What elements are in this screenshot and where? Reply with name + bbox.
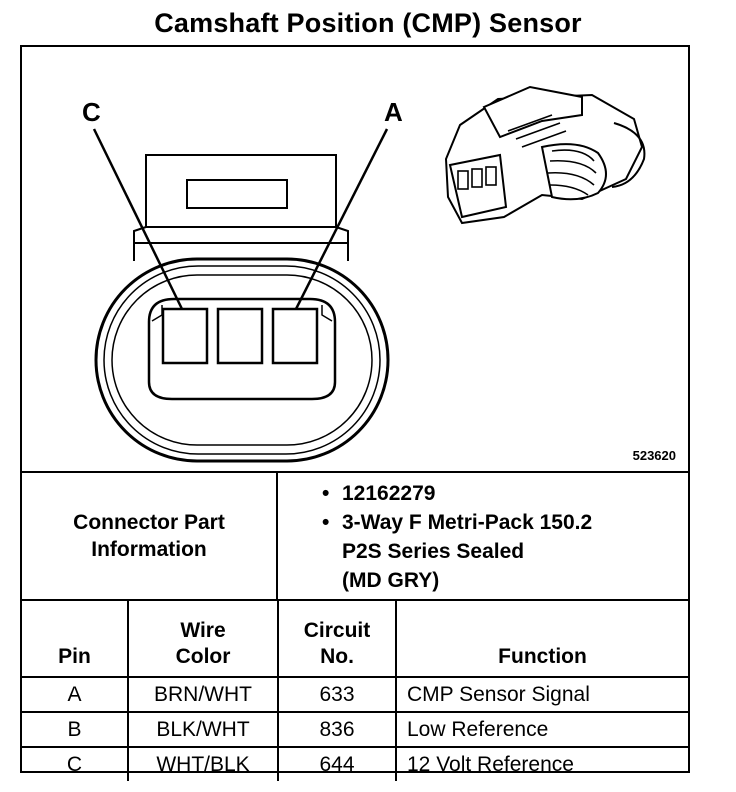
callout-label-c: C [82,97,101,127]
cell-pin: B [22,711,129,748]
connector-info-label-line-1: Connector Part [73,511,225,534]
part-number: 12162279 [342,482,436,505]
connector-outer-housing [94,257,390,463]
cell-function: 12 Volt Reference [395,746,688,781]
connector-grip-ridges [547,149,597,196]
cell-wire-color: BLK/WHT [127,711,279,748]
terminal-c [161,307,209,365]
connector-sheet: C A 523620 Connector Part Information [20,45,690,781]
connector-clip-ridges [507,114,567,148]
page-title: Camshaft Position (CMP) Sensor [154,8,582,38]
connector-pin-slot-3 [485,166,497,186]
callout-label-a: A [384,97,403,127]
cell-circuit: 644 [277,746,397,781]
connector-info-section: Connector Part Information • 12162279 • … [22,471,688,599]
cell-function: Low Reference [395,711,688,748]
terminal-b [216,307,264,365]
connector-inner-ring [111,274,373,446]
connector-pin-slot-2 [471,168,483,188]
cell-pin: C [22,746,129,781]
cell-circuit: 633 [277,676,397,713]
connector-seal-ring [103,265,381,455]
leader-line-c [92,128,184,310]
connector-pin-slot-1 [457,170,469,190]
cell-circuit: 836 [277,711,397,748]
connector-info-label-line-2: Information [91,538,207,561]
connector-diagram: C A [82,85,646,463]
connector-type-line-1: 3-Way F Metri-Pack 150.2 [342,511,593,534]
table-row: B BLK/WHT 836 Low Reference [22,711,688,748]
bullet-glyph: • [322,482,330,505]
figure-number: 523620 [632,448,676,463]
header-function: Function [395,599,688,678]
connector-type-line-3: (MD GRY) [342,569,440,592]
cell-pin: A [22,676,129,713]
connector-type-line-2: P2S Series Sealed [342,540,525,563]
table-row: A BRN/WHT 633 CMP Sensor Signal [22,676,688,713]
connector-seal-collar [611,122,646,188]
terminal-a [271,307,319,365]
connector-rear-grip [540,143,607,201]
cell-wire-color: BRN/WHT [127,676,279,713]
connector-isometric-view [444,85,646,225]
connector-clip [482,85,583,139]
cell-wire-color: WHT/BLK [127,746,279,781]
connector-info-values: • 12162279 • 3-Way F Metri-Pack 150.2 P2… [278,479,688,595]
cell-function: CMP Sensor Signal [395,676,688,713]
table-row: C WHT/BLK 644 12 Volt Reference [22,746,688,781]
part-number-item: • 12162279 [278,479,688,508]
leader-line-a [294,128,389,310]
connector-type-item: • 3-Way F Metri-Pack 150.2 P2S Series Se… [278,508,688,595]
connector-info-label: Connector Part Information [22,473,278,599]
header-pin: Pin [22,599,129,678]
connector-latch-window [186,179,288,209]
bullet-glyph: • [322,511,330,534]
